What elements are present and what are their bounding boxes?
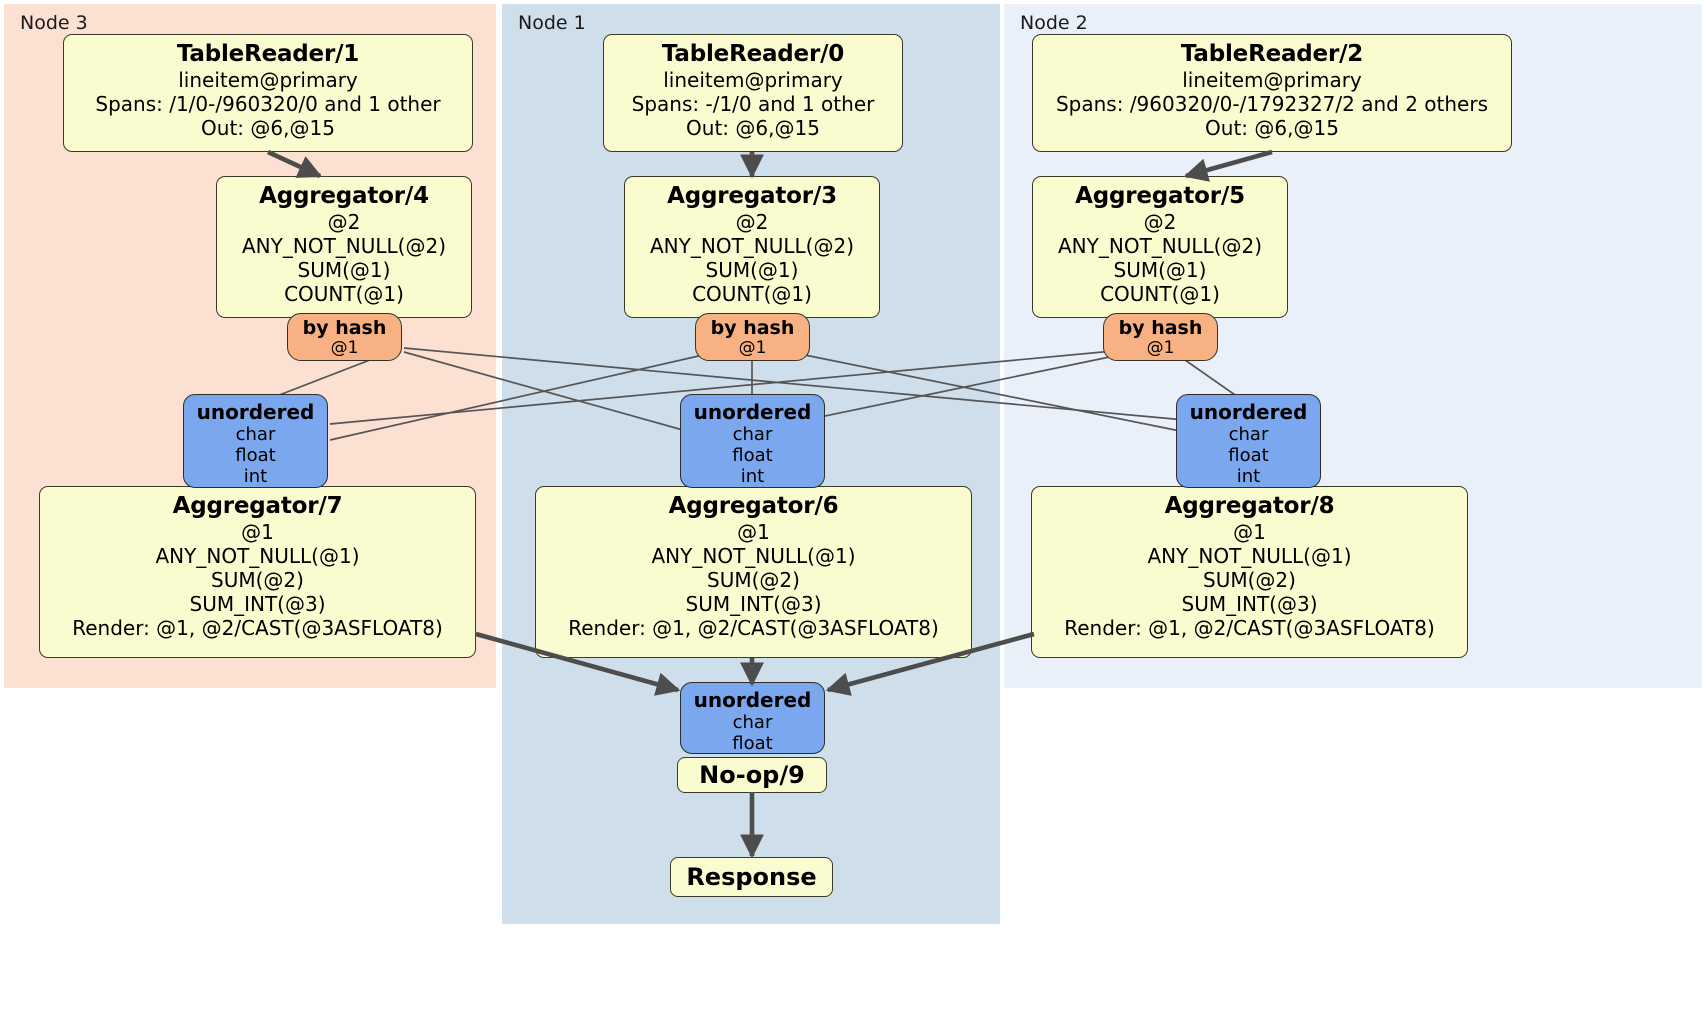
processor-title: Aggregator/3 [667, 183, 837, 209]
processor-detail: Spans: /1/0-/960320/0 and 1 other [95, 91, 441, 116]
node-panel-label-node1: Node 1 [518, 12, 586, 34]
processor-detail: Out: @6,@15 [1205, 115, 1339, 140]
synchronizer-title: unordered [693, 400, 812, 424]
processor-detail: SUM(@1) [705, 257, 799, 282]
processor-aggregator-3[interactable]: Aggregator/3 @2 ANY_NOT_NULL(@2) SUM(@1)… [624, 176, 880, 318]
router-detail: @1 [1146, 337, 1175, 358]
processor-detail: ANY_NOT_NULL(@1) [651, 543, 856, 568]
processor-aggregator-5[interactable]: Aggregator/5 @2 ANY_NOT_NULL(@2) SUM(@1)… [1032, 176, 1288, 318]
processor-detail: SUM(@1) [297, 257, 391, 282]
processor-detail: SUM_INT(@3) [685, 591, 822, 616]
processor-detail: @1 [241, 519, 274, 544]
synchronizer-title: unordered [693, 688, 812, 712]
processor-detail: ANY_NOT_NULL(@2) [1058, 233, 1262, 258]
synchronizer-type: char [235, 424, 276, 445]
processor-detail: @2 [1143, 209, 1177, 234]
node-panel-label-node3: Node 3 [20, 12, 88, 34]
processor-detail: lineitem@primary [178, 67, 358, 92]
synchronizer-type: int [740, 466, 765, 488]
synchronizer-unordered-right[interactable]: unordered char float int [1176, 394, 1321, 488]
synchronizer-unordered-final[interactable]: unordered char float [680, 682, 825, 754]
processor-detail: @1 [1233, 519, 1266, 544]
processor-title: Aggregator/7 [172, 493, 343, 519]
processor-detail: @2 [327, 209, 361, 234]
processor-title: TableReader/0 [661, 41, 845, 67]
processor-title: Aggregator/5 [1075, 183, 1245, 209]
processor-detail: Spans: -/1/0 and 1 other [631, 91, 875, 116]
processor-detail: ANY_NOT_NULL(@1) [1147, 543, 1352, 568]
processor-title: TableReader/1 [176, 41, 360, 67]
synchronizer-type: char [732, 712, 773, 733]
synchronizer-type: float [1228, 445, 1269, 467]
processor-detail: COUNT(@1) [284, 281, 404, 306]
processor-detail: SUM_INT(@3) [1181, 591, 1318, 616]
router-by-hash-left[interactable]: by hash @1 [287, 313, 402, 361]
processor-detail: ANY_NOT_NULL(@2) [242, 233, 446, 258]
processor-detail: SUM(@2) [707, 567, 800, 592]
synchronizer-type: float [732, 733, 773, 755]
processor-detail: COUNT(@1) [1100, 281, 1220, 306]
synchronizer-type: int [1236, 466, 1261, 488]
processor-table-reader-2[interactable]: TableReader/2 lineitem@primary Spans: /9… [1032, 34, 1512, 152]
processor-title: Aggregator/6 [668, 493, 839, 519]
router-title: by hash [1118, 317, 1203, 339]
processor-detail: ANY_NOT_NULL(@1) [155, 543, 360, 568]
processor-detail: ANY_NOT_NULL(@2) [650, 233, 854, 258]
node-panel-label-node2: Node 2 [1020, 12, 1088, 34]
processor-detail: SUM(@2) [211, 567, 304, 592]
processor-aggregator-7[interactable]: Aggregator/7 @1 ANY_NOT_NULL(@1) SUM(@2)… [39, 486, 476, 658]
processor-detail: lineitem@primary [663, 67, 843, 92]
synchronizer-type: float [732, 445, 773, 467]
processor-aggregator-4[interactable]: Aggregator/4 @2 ANY_NOT_NULL(@2) SUM(@1)… [216, 176, 472, 318]
processor-detail: Spans: /960320/0-/1792327/2 and 2 others [1055, 91, 1488, 116]
synchronizer-type: float [235, 445, 276, 467]
processor-table-reader-1[interactable]: TableReader/1 lineitem@primary Spans: /1… [63, 34, 473, 152]
processor-render: Render: @1, @2/CAST(@3ASFLOAT8) [568, 615, 939, 640]
processor-title: Response [686, 863, 817, 891]
processor-render: Render: @1, @2/CAST(@3ASFLOAT8) [1064, 615, 1435, 640]
processor-detail: SUM(@1) [1113, 257, 1207, 282]
router-by-hash-center[interactable]: by hash @1 [695, 313, 810, 361]
router-detail: @1 [330, 337, 359, 358]
synchronizer-unordered-left[interactable]: unordered char float int [183, 394, 328, 488]
synchronizer-unordered-center[interactable]: unordered char float int [680, 394, 825, 488]
synchronizer-type: int [243, 466, 268, 488]
processor-aggregator-8[interactable]: Aggregator/8 @1 ANY_NOT_NULL(@1) SUM(@2)… [1031, 486, 1468, 658]
synchronizer-title: unordered [1189, 400, 1308, 424]
processor-title: No-op/9 [699, 761, 805, 789]
processor-response[interactable]: Response [670, 857, 833, 897]
processor-title: Aggregator/8 [1164, 493, 1335, 519]
synchronizer-type: char [732, 424, 773, 445]
processor-detail: SUM(@2) [1203, 567, 1296, 592]
processor-render: Render: @1, @2/CAST(@3ASFLOAT8) [72, 615, 443, 640]
processor-no-op-9[interactable]: No-op/9 [677, 757, 827, 793]
processor-detail: lineitem@primary [1182, 67, 1362, 92]
synchronizer-type: char [1228, 424, 1269, 445]
router-by-hash-right[interactable]: by hash @1 [1103, 313, 1218, 361]
synchronizer-title: unordered [196, 400, 315, 424]
router-detail: @1 [738, 337, 767, 358]
processor-detail: Out: @6,@15 [686, 115, 820, 140]
router-title: by hash [302, 317, 387, 339]
processor-aggregator-6[interactable]: Aggregator/6 @1 ANY_NOT_NULL(@1) SUM(@2)… [535, 486, 972, 658]
processor-title: Aggregator/4 [259, 183, 429, 209]
processor-detail: @1 [737, 519, 770, 544]
processor-detail: Out: @6,@15 [201, 115, 335, 140]
processor-title: TableReader/2 [1180, 41, 1364, 67]
processor-table-reader-0[interactable]: TableReader/0 lineitem@primary Spans: -/… [603, 34, 903, 152]
processor-detail: COUNT(@1) [692, 281, 812, 306]
router-title: by hash [710, 317, 795, 339]
processor-detail: SUM_INT(@3) [189, 591, 326, 616]
processor-detail: @2 [735, 209, 769, 234]
